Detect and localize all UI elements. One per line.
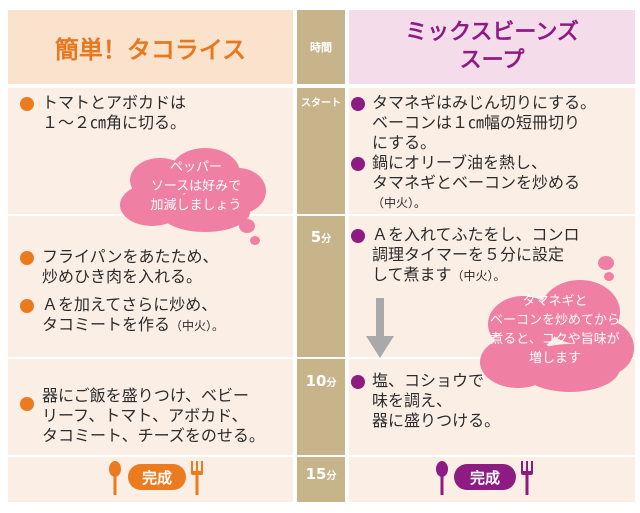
time-15min-label: 15分 xyxy=(305,465,337,483)
row-divider xyxy=(8,455,635,457)
left-step-1: トマトとアボカドは １〜２㎝角に切る。 xyxy=(42,93,187,132)
row-divider xyxy=(8,357,635,359)
purple-bullet-icon xyxy=(351,375,365,389)
right-recipe-title: ミックスビーンズ スープ xyxy=(349,10,635,84)
left-step-4: 器にご飯を盛りつけ、ベビー リーフ、トマト、アボカド、 タコミート、チーズをのせ… xyxy=(42,386,265,445)
time-5min-label: 5分 xyxy=(310,228,332,246)
orange-bullet-icon xyxy=(20,299,34,313)
purple-bullet-icon xyxy=(351,229,365,243)
row-divider xyxy=(8,214,635,216)
spoon-icon xyxy=(109,461,121,495)
right-step-2: 鍋にオリーブ油を熱し、 タマネギとベーコンを炒める （中火）。 xyxy=(372,153,581,210)
time-10min-label: 10分 xyxy=(305,372,337,390)
spoon-icon xyxy=(436,461,448,495)
purple-bullet-icon xyxy=(351,157,365,171)
orange-bullet-icon xyxy=(20,397,34,411)
time-column-bg xyxy=(297,88,345,502)
left-recipe-title: 簡単！タコライス xyxy=(8,10,293,84)
purple-bullet-icon xyxy=(351,97,365,111)
time-header: 時間 xyxy=(297,10,345,84)
right-step-4: 塩、コショウで 味を調え、 器に盛りつける。 xyxy=(372,371,501,430)
right-step-3: Ａを入れてふたをし、コンロ 調理タイマーを５分に設定 して煮ます（中火）。 xyxy=(372,225,580,284)
left-column-bg xyxy=(8,88,293,502)
left-done-badge: 完成 xyxy=(128,464,186,490)
down-arrow-icon xyxy=(366,298,394,358)
fork-icon xyxy=(521,461,533,495)
time-start-label: スタート xyxy=(301,98,341,109)
orange-bullet-icon xyxy=(20,251,34,265)
left-step-3: Ａを加えてさらに炒め、 タコミートを作る（中火）。 xyxy=(42,295,225,334)
fork-icon xyxy=(191,461,203,495)
left-step-2: フライパンをあたため、 炒めひき肉を入れる。 xyxy=(42,247,219,286)
orange-bullet-icon xyxy=(20,97,34,111)
right-done-badge: 完成 xyxy=(454,464,516,490)
right-step-1: タマネギはみじん切りにする。 ベーコンは１㎝幅の短冊切り にする。 xyxy=(372,93,597,152)
